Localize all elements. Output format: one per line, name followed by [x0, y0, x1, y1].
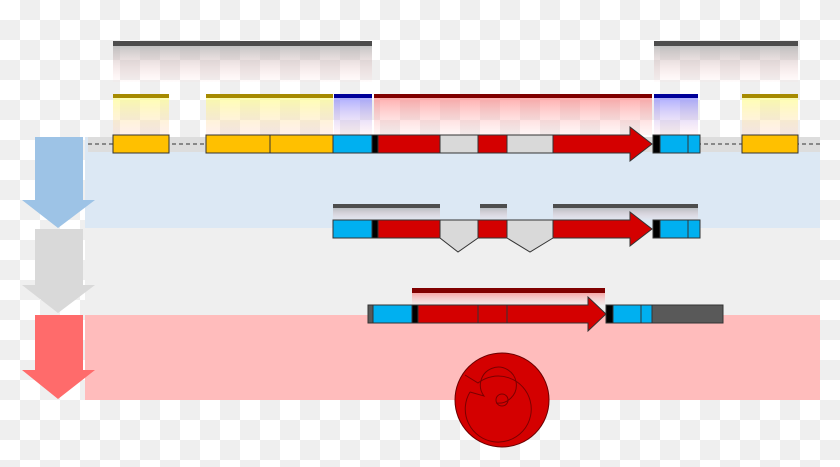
- processing-arrow-icon: [22, 229, 95, 313]
- pre-mrna-annotation-bars: [333, 204, 698, 220]
- protein-icon: [454, 352, 550, 448]
- intron-splice-1: [439, 219, 479, 253]
- pre-mrna: [332, 210, 701, 253]
- transcription-arrow-icon: [22, 137, 95, 228]
- dna-annotation-bars: [113, 41, 798, 135]
- mrna-annotation-bar: [412, 288, 605, 305]
- intron-splice-2: [506, 219, 554, 253]
- translation-arrow-icon: [22, 315, 95, 399]
- translation-band: [85, 315, 820, 400]
- mature-mrna: [367, 295, 724, 333]
- dna-gene: [88, 125, 820, 163]
